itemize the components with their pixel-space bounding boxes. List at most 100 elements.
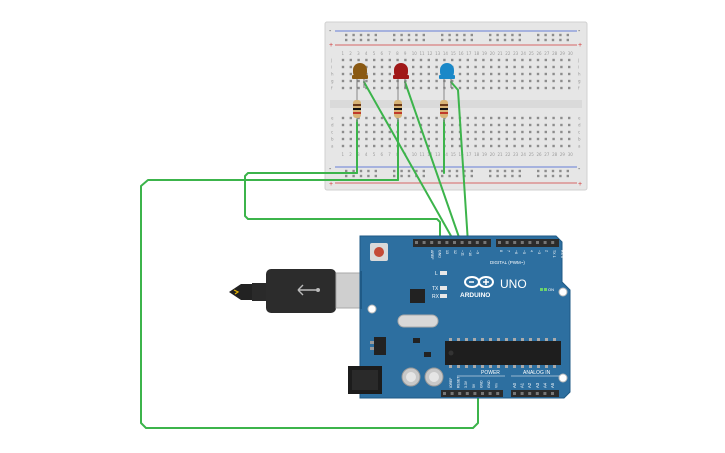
breadboard-hole — [412, 123, 415, 127]
resistor-2[interactable] — [394, 88, 402, 122]
rail-hole — [345, 169, 348, 173]
rail-hole — [374, 169, 377, 173]
mount-hole — [558, 287, 568, 297]
l-label: L — [435, 271, 438, 277]
breadboard-hole — [536, 137, 540, 141]
breadboard-hole — [552, 130, 555, 134]
breadboard-hole — [349, 116, 352, 120]
header-pin[interactable] — [505, 241, 509, 244]
breadboard-hole — [482, 116, 485, 120]
breadboard-hole — [435, 65, 438, 69]
column-number: 28 — [552, 51, 558, 56]
header-pin[interactable] — [520, 241, 524, 244]
breadboard-hole — [435, 72, 438, 76]
breadboard-hole — [552, 79, 555, 83]
wire-led1-pin[interactable] — [363, 81, 456, 244]
wire-gnd-top[interactable] — [244, 172, 441, 244]
breadboard-hole — [482, 86, 485, 90]
row-letter: a — [331, 144, 334, 149]
header-pin[interactable] — [445, 241, 449, 244]
resistor-3[interactable] — [440, 88, 448, 122]
breadboard-hole — [419, 116, 423, 120]
header-pin[interactable] — [520, 392, 524, 395]
header-pin[interactable] — [437, 241, 441, 244]
chip-pin — [481, 338, 484, 341]
rail-hole — [393, 33, 396, 37]
breadboard-hole — [388, 137, 391, 141]
rail-hole — [448, 38, 451, 42]
header-pin[interactable] — [481, 392, 484, 395]
column-number: 9 — [404, 51, 407, 56]
led-1[interactable] — [352, 63, 368, 88]
wire-led3-pin[interactable] — [450, 81, 469, 244]
breadboard-hole — [482, 72, 485, 76]
header-pin[interactable] — [460, 241, 464, 244]
header-pin[interactable] — [543, 392, 547, 395]
header-pin[interactable] — [430, 241, 434, 244]
header-pin[interactable] — [415, 241, 418, 244]
power-pin-label: GND — [487, 380, 491, 388]
breadboard-hole — [521, 86, 524, 90]
usb-cable-end — [229, 284, 252, 300]
row-letter: a — [578, 144, 581, 149]
breadboard-hole — [466, 116, 469, 120]
breadboard-hole — [380, 65, 384, 69]
power-pin-label: GND — [479, 380, 483, 388]
header-pin[interactable] — [528, 241, 532, 244]
header-pin[interactable] — [443, 392, 446, 395]
breadboard-hole — [419, 144, 423, 148]
header-pin[interactable] — [498, 241, 501, 244]
header-pin[interactable] — [513, 392, 516, 395]
chip-pin — [457, 338, 460, 341]
wires — [140, 81, 479, 429]
breadboard-hole — [365, 79, 368, 83]
header-pin[interactable] — [475, 241, 479, 244]
breadboard-hole — [513, 144, 516, 148]
header-pin[interactable] — [453, 241, 456, 244]
usb-plug-body — [266, 269, 336, 313]
reset-button-cap[interactable] — [374, 247, 384, 257]
header-pin[interactable] — [450, 392, 454, 395]
wire-led2-pin[interactable] — [404, 81, 462, 244]
breadboard-hole — [341, 72, 345, 76]
led-3[interactable] — [439, 63, 455, 88]
header-pin[interactable] — [468, 241, 472, 244]
breadboard-hole — [466, 123, 469, 127]
header-pin[interactable] — [422, 241, 426, 244]
analog-header — [511, 390, 559, 397]
analog-pin-label: A5 — [550, 382, 555, 388]
rail-hole — [489, 174, 492, 178]
wire-5v-loop[interactable] — [140, 179, 479, 429]
rail-hole — [518, 169, 521, 173]
header-pin[interactable] — [536, 241, 539, 244]
rail-hole — [374, 38, 377, 42]
header-pin[interactable] — [473, 392, 477, 395]
header-pin[interactable] — [535, 392, 539, 395]
header-pin[interactable] — [496, 392, 500, 395]
header-pin[interactable] — [488, 392, 492, 395]
header-pin[interactable] — [465, 392, 469, 395]
breadboard-hole — [466, 86, 469, 90]
rail-hole — [537, 38, 540, 42]
usb-cable[interactable] — [229, 269, 367, 313]
breadboard-hole — [357, 130, 360, 134]
row-letter: d — [331, 123, 334, 128]
on-label: ON — [548, 287, 554, 292]
header-pin[interactable] — [458, 392, 462, 395]
resistor-1[interactable] — [353, 88, 361, 122]
breadboard-hole — [482, 130, 485, 134]
header-pin[interactable] — [551, 392, 554, 395]
led-2[interactable] — [393, 63, 409, 88]
breadboard-hole — [521, 137, 524, 141]
chip-pin — [537, 365, 540, 368]
header-pin[interactable] — [528, 392, 532, 395]
breadboard-hole — [341, 86, 345, 90]
chip-pin — [465, 365, 468, 368]
breadboard-hole — [427, 65, 430, 69]
header-pin[interactable] — [483, 241, 487, 244]
header-pin[interactable] — [551, 241, 555, 244]
header-pin[interactable] — [513, 241, 517, 244]
header-pin[interactable] — [543, 241, 547, 244]
